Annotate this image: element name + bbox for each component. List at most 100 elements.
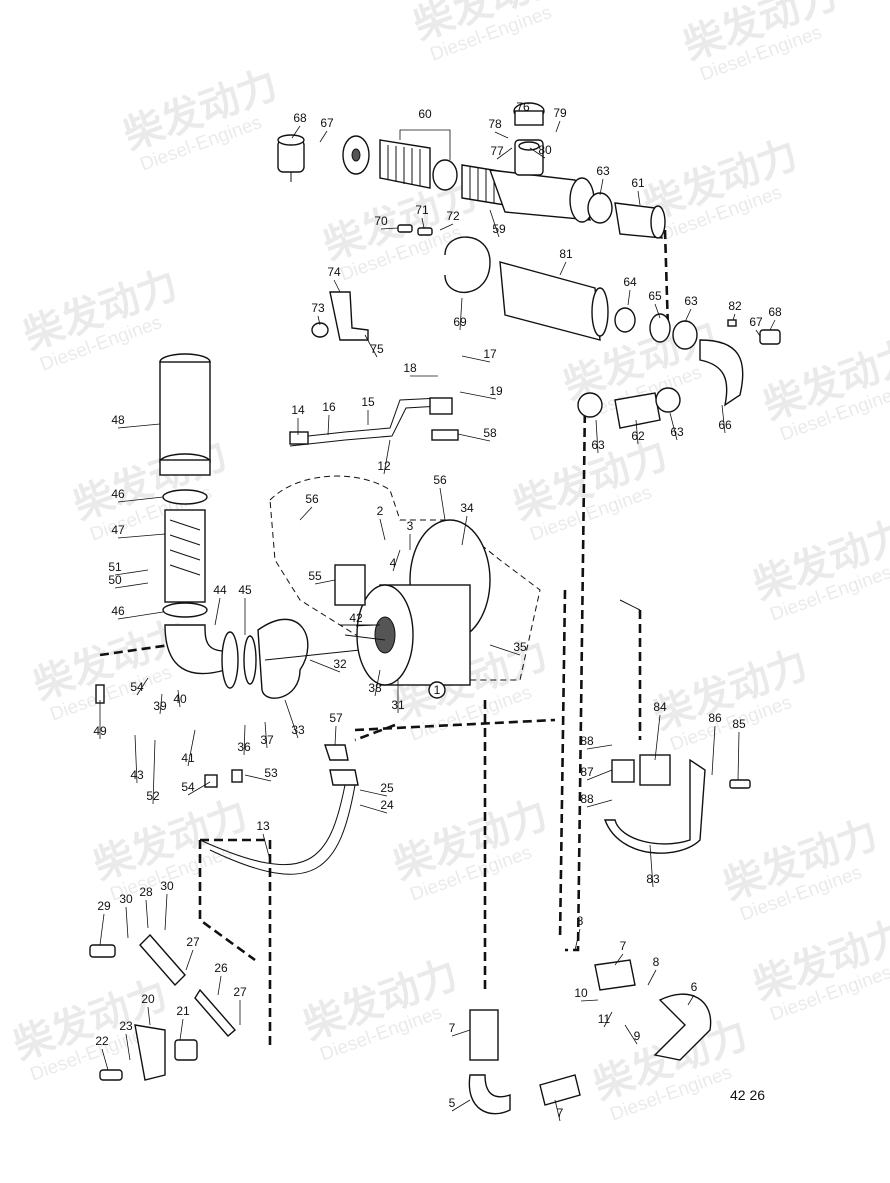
- leader-line-88: [586, 744, 613, 750]
- part-label-34: 34: [460, 501, 474, 515]
- part-label-56: 56: [305, 492, 319, 506]
- leader-line-38: [374, 669, 381, 697]
- part-label-44: 44: [213, 583, 227, 597]
- leader-line-48: [117, 423, 161, 429]
- part-label-58: 58: [483, 426, 497, 440]
- part-label-43: 43: [130, 768, 144, 782]
- part-label-8: 8: [653, 955, 660, 969]
- leader-line-68: [291, 125, 301, 139]
- leader-line-71: [421, 217, 425, 229]
- air-cleaner-assembly: [277, 102, 781, 429]
- leader-line-55: [314, 579, 336, 585]
- part-label-81: 81: [559, 247, 573, 261]
- part-label-65: 65: [648, 289, 662, 303]
- leader-line-42: [355, 624, 379, 627]
- leader-line-44: [214, 597, 221, 626]
- leader-line-57: [334, 725, 337, 746]
- lower-pipes: [134, 744, 712, 1115]
- part-label-37: 37: [260, 733, 274, 747]
- part-label-69: 69: [453, 315, 467, 329]
- part-label-13: 13: [256, 819, 270, 833]
- part-label-53: 53: [264, 766, 278, 780]
- callout-circle-number: 1: [434, 683, 441, 697]
- leader-line-51: [114, 569, 149, 576]
- leader-line-58: [457, 433, 491, 442]
- part-label-19: 19: [489, 384, 503, 398]
- leader-line-12: [383, 439, 391, 475]
- part-label-30: 30: [119, 892, 133, 906]
- part-label-15: 15: [361, 395, 375, 409]
- leader-line-46: [117, 611, 164, 620]
- leader-line-22: [101, 1048, 109, 1071]
- leader-line-63: [595, 419, 599, 454]
- leader-line-64: [627, 289, 631, 306]
- hardware-bolts: [89, 684, 751, 1081]
- part-label-61: 61: [631, 176, 645, 190]
- part-label-7: 7: [449, 1021, 456, 1035]
- part-label-16: 16: [322, 400, 336, 414]
- part-label-82: 82: [728, 299, 742, 313]
- part-label-28: 28: [139, 885, 153, 899]
- leader-line-41: [187, 729, 196, 767]
- part-label-72: 72: [446, 209, 460, 223]
- leader-line-19: [459, 391, 497, 400]
- part-label-86: 86: [708, 711, 722, 725]
- leader-line-4: [392, 549, 401, 572]
- part-label-60: 60: [418, 107, 432, 121]
- leader-line-32: [309, 659, 341, 673]
- part-label-10: 10: [574, 986, 588, 1000]
- part-label-73: 73: [311, 301, 325, 315]
- leader-line-16: [327, 414, 330, 436]
- leader-line-2: [379, 518, 386, 541]
- part-label-70: 70: [374, 214, 388, 228]
- leader-line-30: [125, 906, 129, 939]
- part-label-9: 9: [634, 1029, 641, 1043]
- part-60-bracket: [399, 129, 451, 160]
- leader-line-7: [554, 1099, 561, 1122]
- part-label-76: 76: [516, 100, 530, 114]
- part-label-21: 21: [176, 1004, 190, 1018]
- part-label-29: 29: [97, 899, 111, 913]
- leader-line-46: [117, 496, 164, 503]
- part-label-5: 5: [449, 1096, 456, 1110]
- part-label-25: 25: [380, 781, 394, 795]
- leader-line-75: [364, 334, 378, 358]
- part-label-63: 63: [591, 438, 605, 452]
- part-label-74: 74: [327, 265, 341, 279]
- dashed-routes: [99, 229, 670, 1050]
- part-label-2: 2: [377, 504, 384, 518]
- leader-line-66: [721, 404, 726, 434]
- leader-line-28: [145, 899, 149, 929]
- leader-line-36: [243, 724, 246, 756]
- leader-line-61: [637, 190, 641, 206]
- leader-line-72: [439, 223, 454, 231]
- part-label-4: 4: [390, 556, 397, 570]
- part-label-20: 20: [141, 992, 155, 1006]
- leader-line-74: [333, 279, 341, 293]
- part-label-12: 12: [377, 459, 391, 473]
- turbo-and-engine: [269, 475, 541, 686]
- leader-line-7: [451, 1029, 471, 1037]
- leader-line-50: [114, 582, 149, 589]
- leader-line-86: [711, 725, 716, 776]
- part-label-77: 77: [490, 144, 504, 158]
- leader-line-81: [559, 261, 567, 276]
- leader-line-82: [732, 313, 736, 321]
- part-label-48: 48: [111, 413, 125, 427]
- leader-line-9: [624, 1024, 638, 1045]
- leader-line-25: [359, 789, 388, 797]
- part-label-11: 11: [598, 1012, 611, 1026]
- leader-line-33: [284, 699, 299, 739]
- leader-line-7: [614, 953, 624, 966]
- leader-line-78: [494, 131, 509, 139]
- part-label-67: 67: [320, 116, 334, 130]
- leader-line-21: [179, 1018, 184, 1041]
- part-label-54: 54: [181, 780, 195, 794]
- leader-line-40: [177, 689, 181, 708]
- leader-line-83: [649, 844, 654, 888]
- part-label-36: 36: [237, 740, 251, 754]
